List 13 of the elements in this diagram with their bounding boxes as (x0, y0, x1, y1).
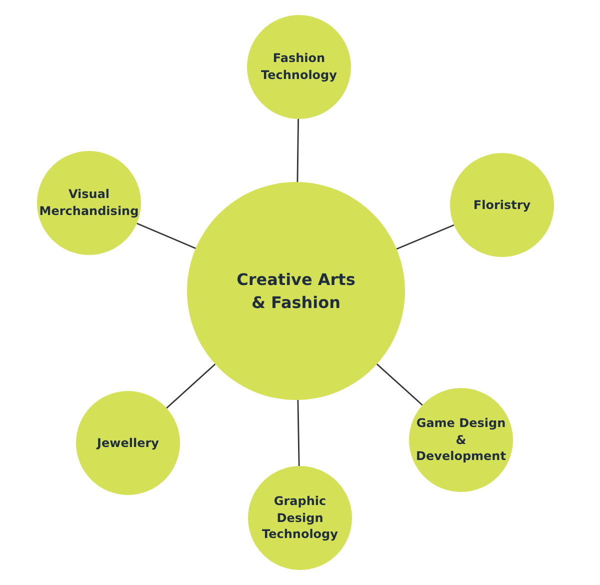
connector-line (297, 400, 300, 466)
topic-label: Fashion Technology (260, 50, 338, 84)
topic-label: Graphic Design Technology (261, 492, 339, 544)
connector-line (296, 118, 299, 182)
connector-line (166, 364, 216, 409)
connector-line (136, 222, 196, 249)
topic-label: Creative Arts & Fashion (236, 268, 356, 314)
topic-label: Game Design & Development (415, 414, 507, 466)
connector-line (396, 224, 454, 250)
connector-line (376, 364, 423, 406)
topic-label: Visual Merchandising (39, 186, 139, 220)
topic-label: Floristry (472, 196, 532, 214)
topic-label: Jewellery (95, 434, 160, 452)
